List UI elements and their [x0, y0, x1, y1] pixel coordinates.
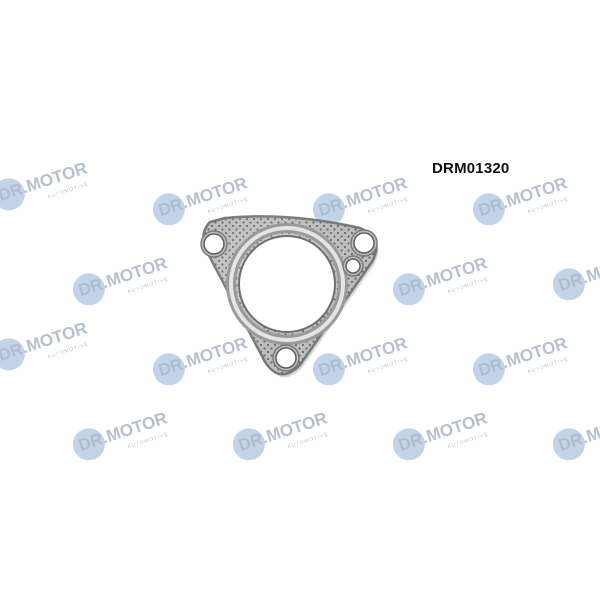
svg-text:DR.MOTOR: DR.MOTOR: [396, 408, 490, 455]
svg-text:DR.MOTOR: DR.MOTOR: [316, 333, 410, 380]
svg-text:DR.MOTOR: DR.MOTOR: [0, 318, 90, 365]
svg-text:DR.MOTOR: DR.MOTOR: [156, 333, 250, 380]
gasket-bolt-hole: [353, 232, 375, 254]
svg-text:DR.MOTOR: DR.MOTOR: [316, 173, 410, 220]
svg-text:DR.MOTOR: DR.MOTOR: [236, 408, 330, 455]
gasket-bolt-hole: [275, 347, 297, 369]
gasket-image: [200, 215, 379, 378]
svg-text:DR.MOTOR: DR.MOTOR: [76, 253, 170, 300]
svg-text:DR.MOTOR: DR.MOTOR: [476, 333, 570, 380]
svg-text:DR.MOTOR: DR.MOTOR: [156, 173, 250, 220]
svg-text:DR.MOTOR: DR.MOTOR: [396, 253, 490, 300]
svg-text:DR.MOTOR: DR.MOTOR: [476, 173, 570, 220]
gasket-bolt-hole: [345, 258, 361, 274]
part-number-label: DRM01320: [432, 160, 510, 177]
gasket-center-bore: [238, 235, 336, 333]
svg-text:DR.MOTOR: DR.MOTOR: [0, 158, 90, 205]
svg-text:DR.MOTOR: DR.MOTOR: [76, 408, 170, 455]
gasket-bolt-hole: [203, 233, 225, 255]
